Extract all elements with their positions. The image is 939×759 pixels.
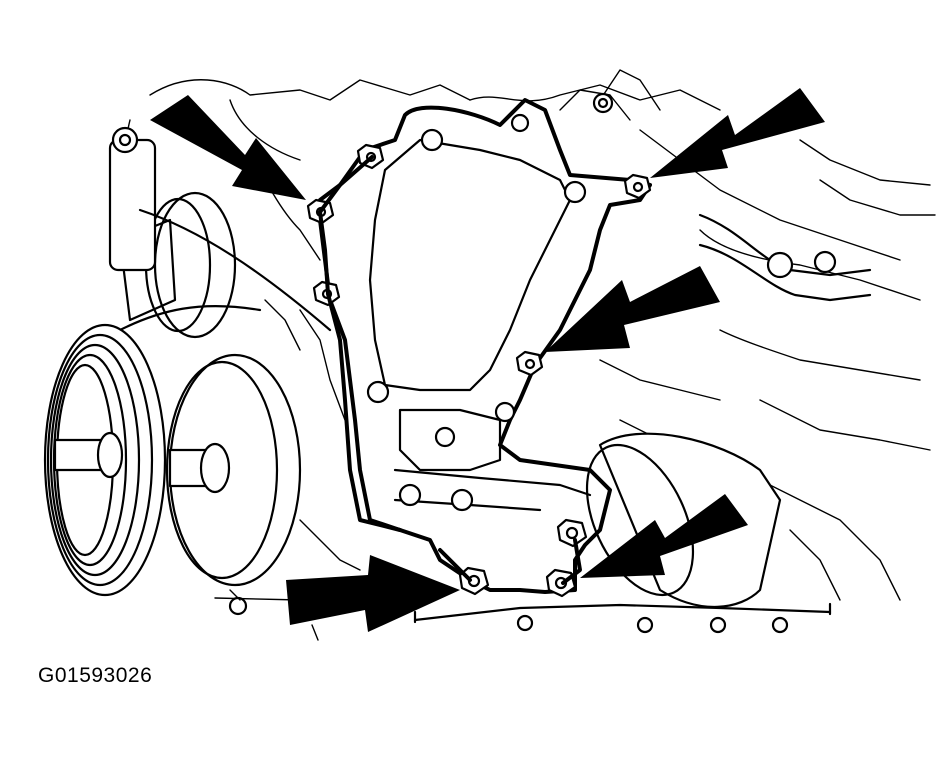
figure-code: G01593026 xyxy=(38,664,153,687)
crankshaft-pulley xyxy=(43,323,167,597)
pointer-arrows xyxy=(150,88,825,632)
bolt-upper-right xyxy=(623,173,652,200)
arrow-upper-left-icon xyxy=(150,95,306,200)
arrow-upper-right-icon xyxy=(650,88,825,178)
front-cover xyxy=(318,92,652,594)
bolt-lower-stud xyxy=(556,518,588,548)
arrow-middle-right-icon xyxy=(545,266,720,352)
bolt-middle-right xyxy=(515,350,544,377)
arrow-lower-left-icon xyxy=(286,555,460,632)
coolant-hose xyxy=(698,213,872,302)
tensioner-pulley xyxy=(108,126,237,339)
drive-belt xyxy=(118,208,332,332)
arrow-lower-right-icon xyxy=(580,494,748,578)
oil-filter xyxy=(585,432,782,609)
water-pump-pulley xyxy=(165,353,302,587)
cover-bolts xyxy=(306,143,652,598)
leader-lines xyxy=(229,589,319,641)
